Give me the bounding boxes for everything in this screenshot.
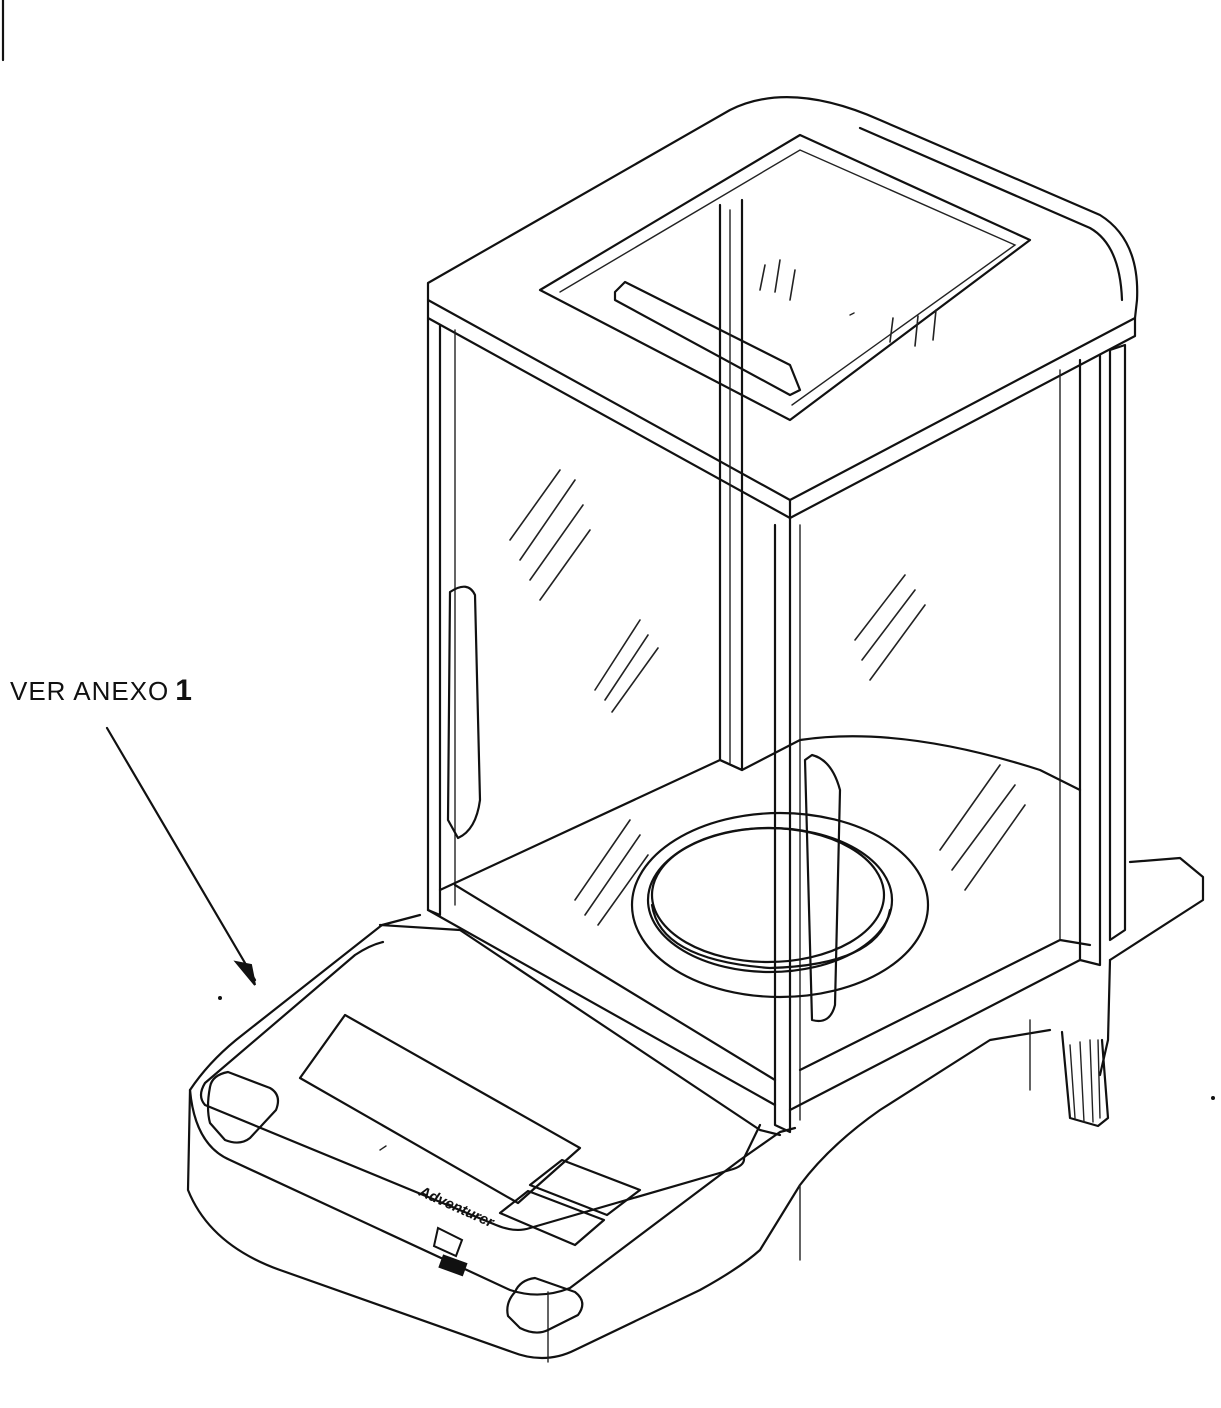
front-door-handle (803, 753, 842, 1023)
display-window (298, 1013, 582, 1205)
left-door-handle (446, 585, 482, 840)
rear-base (1060, 856, 1205, 1128)
svg-text:Adventurer: Adventurer (415, 1183, 497, 1232)
stray-dot (218, 996, 222, 1000)
top-handle (613, 280, 802, 397)
callout-arrow (105, 726, 257, 986)
stray-dot (1211, 1096, 1215, 1100)
key-lower-right (498, 1189, 606, 1247)
glass-glare (509, 259, 1026, 926)
draft-shield (426, 96, 1139, 1134)
key-upper-right (528, 1158, 642, 1217)
weighing-pan (630, 811, 930, 999)
shield-top (426, 96, 1139, 502)
callout-number: 1 (175, 674, 193, 707)
key-bottom (506, 1276, 584, 1334)
door-handles (446, 585, 842, 1023)
key-left (206, 1070, 280, 1144)
callout-text: VER ANEXO (10, 676, 170, 706)
brand-logo: Adventurer (415, 1183, 497, 1277)
base-body (186, 913, 1052, 1363)
